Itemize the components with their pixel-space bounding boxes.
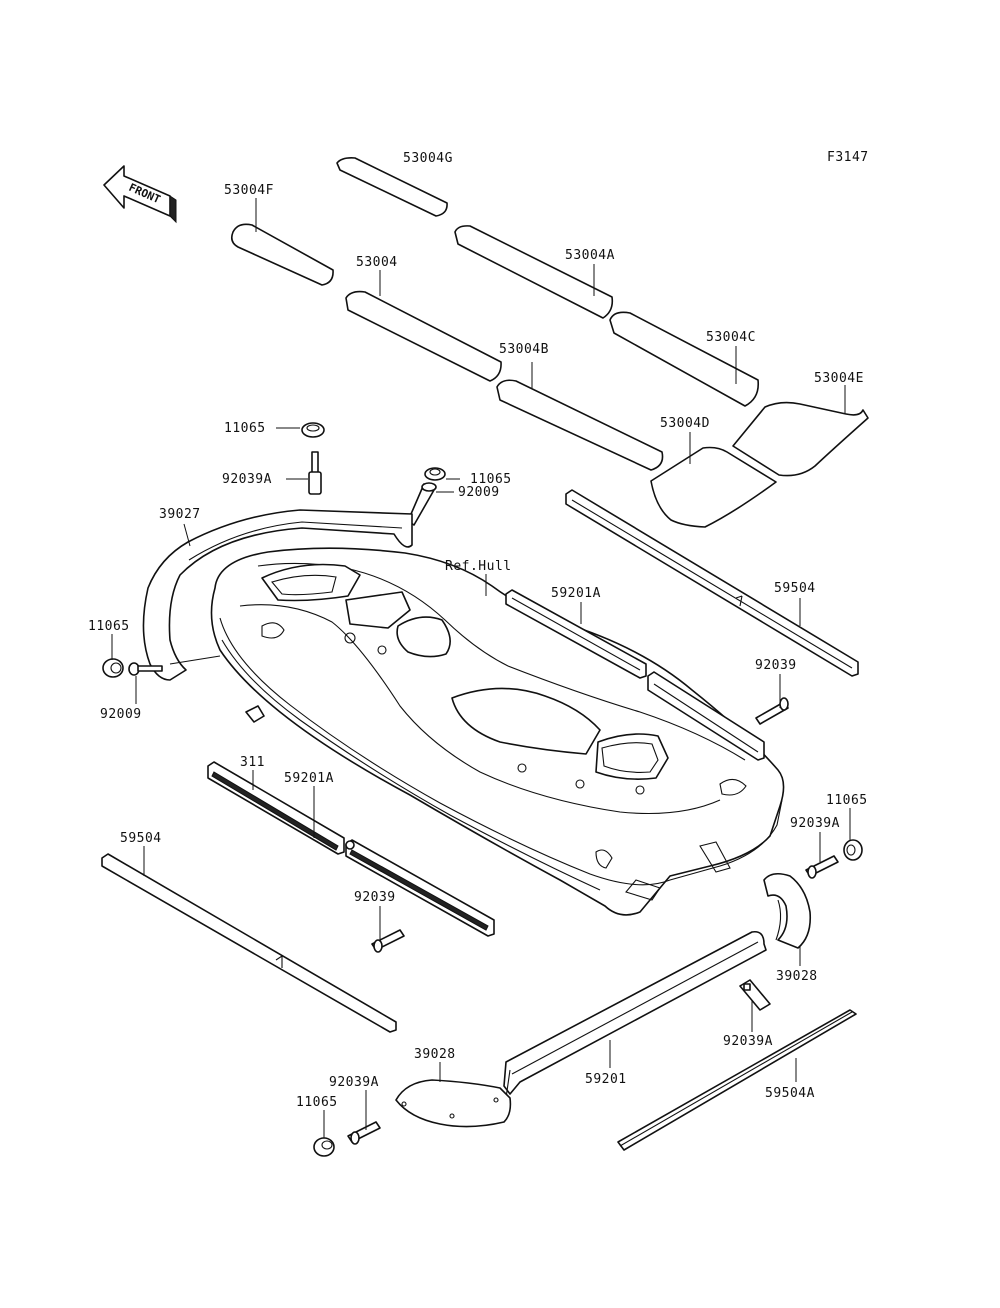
label-53004E: 53004E: [814, 371, 864, 386]
rivet-92039A-top: [308, 451, 322, 495]
label-92039-right: 92039: [755, 658, 797, 673]
mat-53004B: [496, 379, 664, 471]
label-53004A: 53004A: [565, 248, 615, 263]
mat-53004D: [650, 446, 777, 528]
label-59201A-right: 59201A: [551, 586, 601, 601]
label-39028-right: 39028: [776, 969, 818, 984]
label-92009-mid: 92009: [458, 485, 500, 500]
label-92009-left: 92009: [100, 707, 142, 722]
label-92039A-bot: 92039A: [329, 1075, 379, 1090]
grommet-11065-mid: [424, 467, 446, 481]
label-311: 311: [240, 755, 265, 770]
strake-59504-right: [565, 489, 859, 677]
mat-53004: [345, 290, 502, 382]
mat-53004F: [231, 223, 334, 286]
leader-lines: [111, 198, 851, 1138]
mat-53004G: [336, 157, 448, 217]
label-53004D: 53004D: [660, 416, 710, 431]
label-53004B: 53004B: [499, 342, 549, 357]
bumper-39028-low: [395, 1079, 512, 1128]
rivet-92039A-right: [805, 855, 839, 879]
label-92039A-top: 92039A: [222, 472, 272, 487]
label-59201: 59201: [585, 1072, 627, 1087]
label-53004G: 53004G: [403, 151, 453, 166]
rivet-92039-left: [371, 929, 405, 953]
grommet-11065-top: [301, 422, 325, 438]
label-53004C: 53004C: [706, 330, 756, 345]
label-53004: 53004: [356, 255, 398, 270]
label-53004F: 53004F: [224, 183, 274, 198]
hull: [210, 547, 785, 916]
label-59201A-left: 59201A: [284, 771, 334, 786]
label-11065-bot: 11065: [296, 1095, 338, 1110]
grommet-11065-left: [102, 658, 124, 678]
nut-left: [245, 705, 265, 723]
figure-code: F3147: [827, 150, 869, 165]
label-11065-right: 11065: [826, 793, 868, 808]
label-59504-left: 59504: [120, 831, 162, 846]
label-39028-low: 39028: [414, 1047, 456, 1062]
grommet-11065-right: [843, 839, 863, 861]
bumper-39028-right: [763, 872, 812, 949]
strake-59504A: [617, 1009, 857, 1151]
rivet-92039A-low: [739, 979, 771, 1011]
grommet-11065-bot: [313, 1137, 335, 1157]
label-ref-hull: Ref.Hull: [445, 559, 512, 574]
label-92039A-right: 92039A: [790, 816, 840, 831]
rail-59201: [503, 930, 767, 1095]
mat-53004C: [609, 311, 760, 407]
label-59504-right: 59504: [774, 581, 816, 596]
label-11065-left: 11065: [88, 619, 130, 634]
front-arrow-icon: FRONT: [103, 165, 177, 224]
label-59504A: 59504A: [765, 1086, 815, 1101]
rivet-92039-right: [755, 697, 789, 725]
label-11065-mid: 11065: [470, 472, 512, 487]
mat-53004A: [454, 225, 614, 319]
strake-59504-left: [101, 853, 397, 1033]
screw-92009-left: [128, 662, 163, 676]
label-92039A-low: 92039A: [723, 1034, 773, 1049]
label-11065-top: 11065: [224, 421, 266, 436]
mat-53004E: [732, 401, 869, 477]
screw-92009-mid: [407, 482, 437, 526]
rail-59201A-right-rear: [647, 671, 765, 761]
label-39027: 39027: [159, 507, 201, 522]
rivet-92039A-bot: [347, 1121, 381, 1145]
label-92039-left: 92039: [354, 890, 396, 905]
